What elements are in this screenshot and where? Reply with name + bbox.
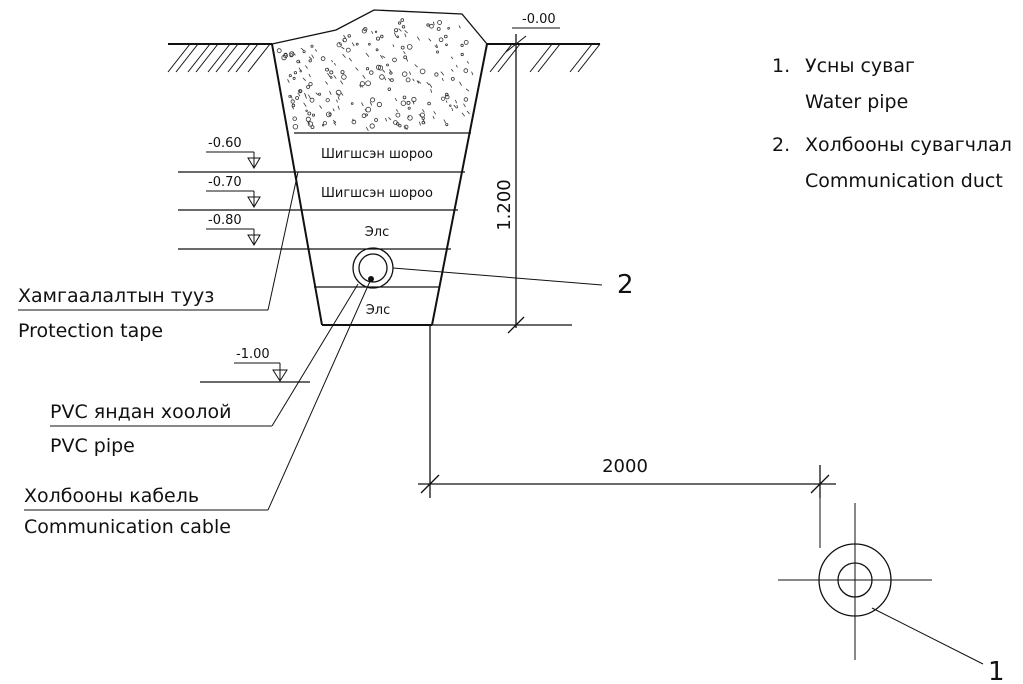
trench-outline: [271, 43, 488, 326]
water-pipe-section: [778, 498, 932, 660]
legend-item-1-label-mn: Усны сувaг: [805, 55, 915, 77]
level-value-0-80: -0.80: [208, 213, 242, 228]
level-value-0-70: -0.70: [208, 175, 242, 190]
legend-item-2-label-mn: Холбооны сувагчлал: [805, 134, 1012, 156]
pvc-pipe-label-en: PVC pipe: [50, 435, 135, 457]
level-value-0-60: -0.60: [208, 136, 242, 151]
level-value-ground: -0.00: [522, 12, 556, 27]
level-marker-ground: -0.00: [505, 12, 560, 53]
callout-1-number: 1: [988, 657, 1005, 684]
level-marker-0-60: -0.60: [206, 136, 261, 169]
legend-item-2-label-en: Communication duct: [805, 170, 1003, 192]
protection-tape-label-mn: Хамгаалалтын тууз: [18, 285, 214, 307]
distance-dimension-value: 2000: [602, 456, 648, 477]
layer-label-compacted-2: Шигшсэн шороо: [321, 186, 433, 201]
pvc-pipe-section: [352, 247, 394, 289]
ground-surface-left: [167, 43, 272, 73]
callout-2-number: 2: [617, 270, 634, 300]
ground-surface-right: [487, 43, 601, 73]
depth-dimension: 1.200: [494, 34, 525, 334]
layer-label-sand-lower: Элс: [366, 303, 391, 318]
layer-label-compacted-1: Шигшсэн шороо: [321, 147, 433, 162]
comm-cable-label-en: Communication cable: [24, 516, 231, 538]
legend: 1. Усны сувaг Water pipe 2. Холбооны сув…: [772, 55, 1012, 192]
callout-communication-cable: Холбооны кабель Communication cable: [24, 278, 372, 538]
level-marker-0-80: -0.80: [206, 213, 261, 246]
legend-item-1-label-en: Water pipe: [805, 91, 908, 113]
callout-1: 1: [871, 607, 1005, 684]
level-marker-1-00: -1.00: [200, 347, 310, 383]
level-marker-0-70: -0.70: [206, 175, 261, 208]
callout-2: 2: [392, 267, 634, 300]
legend-item-1: 1. Усны сувaг Water pipe: [772, 55, 915, 113]
legend-item-1-number: 1.: [772, 55, 790, 77]
backfill-gravel: [271, 9, 488, 132]
distance-dimension: 2000: [418, 325, 836, 498]
callout-pvc-pipe: PVC яндан хоолой PVC pipe: [50, 283, 359, 457]
layer-label-sand-upper: Элс: [365, 225, 390, 240]
comm-cable-label-mn: Холбооны кабель: [24, 485, 199, 507]
pvc-pipe-label-mn: PVC яндан хоолой: [50, 401, 231, 423]
depth-dimension-value: 1.200: [494, 179, 515, 231]
layer-lines: [178, 132, 572, 326]
callout-protection-tape: Хамгаалалтын тууз Protection tape: [18, 171, 299, 342]
level-value-1-00: -1.00: [236, 347, 270, 362]
legend-item-2-number: 2.: [772, 134, 790, 156]
protection-tape-label-en: Protection tape: [18, 320, 163, 342]
legend-item-2: 2. Холбооны сувагчлал Communication duct: [772, 134, 1012, 192]
